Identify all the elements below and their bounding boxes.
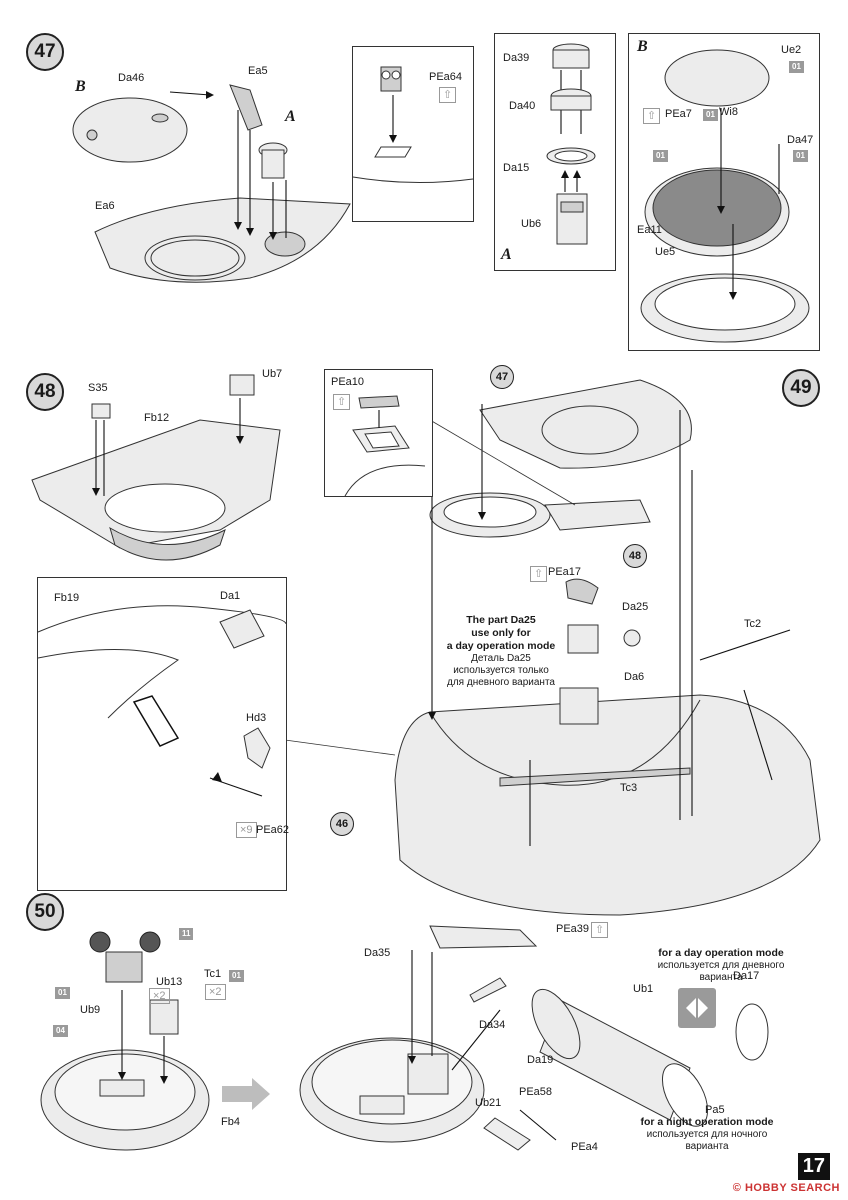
label-Da19: Da19 <box>527 1054 554 1066</box>
box-A-letter: A <box>501 246 512 263</box>
label-Wi8: Wi8 <box>719 106 738 118</box>
tag-01-Tc1: 01 <box>229 970 244 982</box>
label-Ub9: Ub9 <box>80 1004 101 1016</box>
label-Tc3: Tc3 <box>620 782 638 794</box>
step-49-badge: 49 <box>782 369 820 407</box>
ref-step-48: 48 <box>623 544 647 568</box>
label-Ea5: Ea5 <box>248 65 268 77</box>
step-50-badge: 50 <box>26 893 64 931</box>
label-Fb19: Fb19 <box>54 592 80 604</box>
photo-etch-icon-PEa17: ⇧ <box>530 566 548 582</box>
night-ru: используется для ночного варианта <box>646 1129 768 1152</box>
tag-Wi8: 01 <box>703 109 718 121</box>
label-PEa39: PEa39 <box>556 923 590 935</box>
label-Hd3: Hd3 <box>246 712 267 724</box>
label-Da46: Da46 <box>118 72 145 84</box>
label-Da35: Da35 <box>364 947 391 959</box>
tag-01-Ub9: 01 <box>55 987 70 999</box>
label-Da25: Da25 <box>622 601 649 613</box>
page-number: 17 <box>797 1153 830 1180</box>
tag-Ue2: 01 <box>789 61 804 73</box>
label-Tc2: Tc2 <box>744 618 762 630</box>
label-Ue5: Ue5 <box>655 246 676 258</box>
label-Da39: Da39 <box>503 52 530 64</box>
label-Tc1: Tc1 <box>204 968 222 980</box>
label-Da6: Da6 <box>624 671 645 683</box>
label-Pa5: Pa5 <box>705 1104 725 1116</box>
label-PEa7: PEa7 <box>665 108 692 120</box>
note-en-3: a day operation mode <box>446 640 556 652</box>
assembly-letter-A: A <box>285 108 296 125</box>
label-S35: S35 <box>88 382 108 394</box>
label-PEa10: PEa10 <box>331 376 365 388</box>
note-Da25: The part Da25 use only for a day operati… <box>440 614 562 689</box>
note-en-2: use only for <box>471 627 531 639</box>
label-Fb4: Fb4 <box>221 1116 240 1128</box>
multiplier-Ub13: ×2 <box>149 988 170 1004</box>
note-en-1: The part Da25 <box>466 614 536 626</box>
label-Da1: Da1 <box>220 590 241 602</box>
label-Da15: Da15 <box>503 162 530 174</box>
photo-etch-icon: ⇧ <box>439 87 457 103</box>
label-Ub13: Ub13 <box>156 976 183 988</box>
note-ru-2: используется только <box>453 665 549 676</box>
box-B-letter: B <box>637 38 648 55</box>
detail-box-PEa64: PEa64 ⇧ <box>352 46 474 222</box>
label-PEa64: PEa64 <box>429 71 463 83</box>
assembly-letter-B: B <box>75 78 86 95</box>
photo-etch-icon-PEa39: ⇧ <box>591 922 609 938</box>
tag-left-01: 01 <box>653 150 668 162</box>
label-Da47: Da47 <box>787 134 814 146</box>
detail-box-PEa10: PEa10 ⇧ <box>324 369 433 497</box>
step-47-badge: 47 <box>26 33 64 71</box>
note-day-mode: for a day operation mode используется дл… <box>646 947 796 984</box>
label-Ue2: Ue2 <box>781 44 802 56</box>
label-Da17: Da17 <box>733 970 760 982</box>
note-ru-3: для дневного варианта <box>447 677 555 688</box>
label-PEa58: PEa58 <box>519 1086 553 1098</box>
tag-Da47: 01 <box>793 150 808 162</box>
label-PEa62: PEa62 <box>256 824 290 836</box>
note-night-mode: for a night operation mode используется … <box>632 1116 782 1153</box>
multiplier-x9: ×9 <box>236 822 257 838</box>
night-en: for a night operation mode <box>640 1116 774 1128</box>
detail-box-A: Da39 Da40 Da15 Ub6 A <box>494 33 616 271</box>
label-Ea11: Ea11 <box>637 224 662 236</box>
step-48-badge: 48 <box>26 373 64 411</box>
label-Da40: Da40 <box>509 100 536 112</box>
label-Ub7: Ub7 <box>262 368 283 380</box>
label-Fb12: Fb12 <box>144 412 170 424</box>
photo-etch-icon-PEa10: ⇧ <box>333 394 351 410</box>
label-Ea6: Ea6 <box>95 200 115 212</box>
label-Ub6: Ub6 <box>521 218 542 230</box>
detail-box-hull-side: Fb19 Da1 Hd3 ×9 PEa62 <box>37 577 290 891</box>
label-PEa17: PEa17 <box>548 566 582 578</box>
label-Ub1: Ub1 <box>633 983 654 995</box>
multiplier-Tc1: ×2 <box>205 984 226 1000</box>
day-en: for a day operation mode <box>658 947 784 959</box>
watermark: © HOBBY SEARCH <box>732 1182 840 1194</box>
ref-step-46: 46 <box>330 812 354 836</box>
ref-step-47: 47 <box>490 365 514 389</box>
tag-11: 11 <box>179 928 194 940</box>
label-Ub21: Ub21 <box>475 1097 502 1109</box>
label-Da34: Da34 <box>479 1019 506 1031</box>
day-ru: используется для дневного варианта <box>657 960 785 983</box>
note-ru-1: Деталь Da25 <box>471 653 531 664</box>
photo-etch-icon-PEa7: ⇧ <box>643 108 661 124</box>
tag-04: 04 <box>53 1025 68 1037</box>
detail-box-B: B Ue2 01 ⇧ PEa7 01 Wi8 Da47 01 01 Ea11 U… <box>628 33 820 351</box>
label-PEa4: PEa4 <box>571 1141 598 1153</box>
